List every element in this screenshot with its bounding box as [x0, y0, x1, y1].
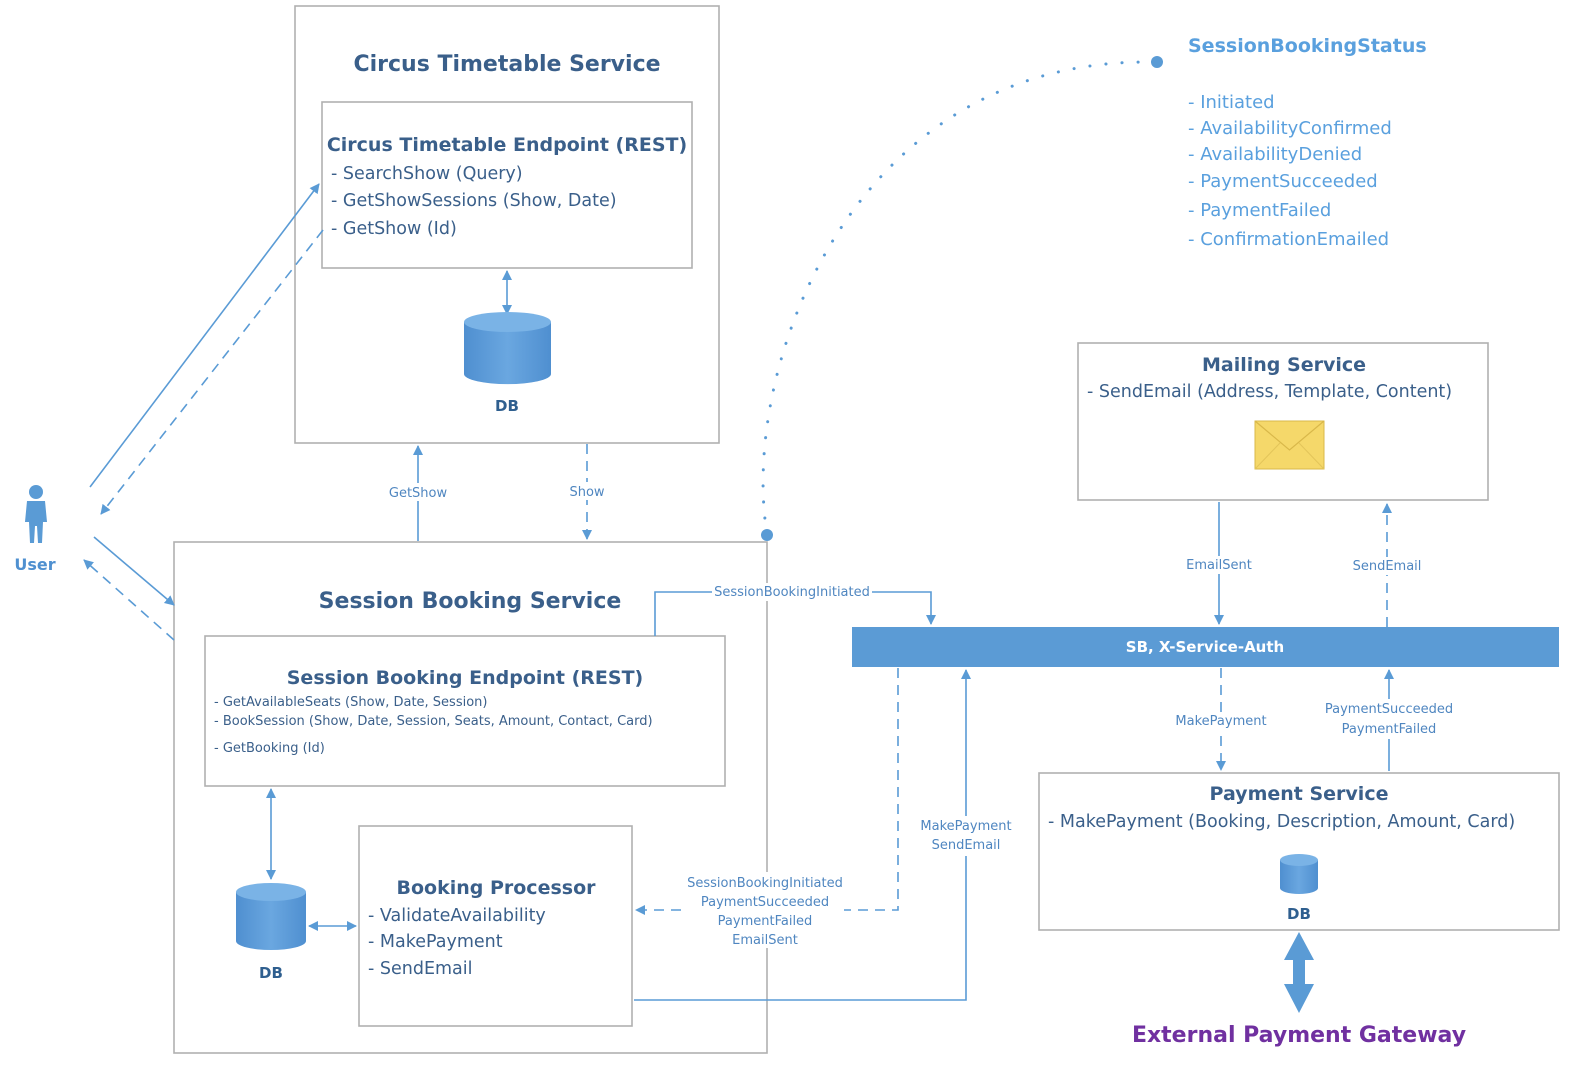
service-bus-label: SB, X-Service-Auth [1126, 638, 1284, 656]
endpoint-method: - GetBooking (Id) [214, 741, 325, 756]
status-title: SessionBookingStatus [1188, 35, 1427, 57]
payment-result-label: PaymentSucceeded [1325, 702, 1453, 717]
processor-in-label: PaymentSucceeded [701, 895, 829, 910]
circus-timetable-endpoint-title: Circus Timetable Endpoint (REST) [327, 134, 687, 156]
timetable-to-user-arrow [100, 229, 324, 515]
status-item: - AvailabilityDenied [1188, 144, 1362, 165]
payment-result-label: PaymentFailed [1342, 722, 1437, 737]
database-icon [1280, 854, 1318, 894]
envelope-icon [1254, 420, 1325, 470]
processor-in-label: PaymentFailed [718, 914, 813, 929]
service-bus-bar [852, 627, 1559, 667]
session-booking-endpoint-title: Session Booking Endpoint (REST) [287, 667, 644, 689]
processor-out-label: SendEmail [932, 838, 1001, 853]
db-label: DB [259, 964, 283, 982]
booking-processor-title: Booking Processor [396, 877, 596, 899]
user-icon [25, 485, 47, 543]
session-booking-initiated-label: SessionBookingInitiated [714, 585, 870, 600]
status-item: - AvailabilityConfirmed [1188, 118, 1392, 139]
mailing-method: - SendEmail (Address, Template, Content) [1087, 382, 1452, 402]
make-payment-label: MakePayment [1175, 714, 1266, 729]
gateway-label: External Payment Gateway [1132, 1023, 1466, 1048]
endpoint-method: - SearchShow (Query) [331, 164, 523, 184]
booking-to-user-arrow [83, 559, 175, 641]
status-item: - Initiated [1188, 92, 1275, 113]
processor-out-label: MakePayment [920, 819, 1011, 834]
processor-in-label: SessionBookingInitiated [687, 876, 843, 891]
status-item: - PaymentSucceeded [1188, 171, 1378, 192]
email-sent-label: EmailSent [1186, 558, 1252, 573]
db-label: DB [1287, 905, 1311, 923]
circus-timetable-endpoint-box [321, 101, 693, 269]
processor-to-bus-arrow [634, 669, 971, 1001]
gateway-double-arrow [1284, 932, 1314, 1013]
mailing-service-title: Mailing Service [1202, 354, 1366, 376]
payment-service-box [1038, 772, 1560, 931]
status-item: - PaymentFailed [1188, 200, 1331, 221]
connector-dot [761, 529, 773, 541]
payment-method: - MakePayment (Booking, Description, Amo… [1048, 812, 1515, 832]
user-to-timetable-arrow [89, 183, 320, 488]
processor-method: - MakePayment [368, 932, 503, 952]
connector-dot [1151, 56, 1163, 68]
circus-timetable-service-title: Circus Timetable Service [353, 52, 660, 77]
send-email-label: SendEmail [1353, 559, 1422, 574]
database-icon [236, 883, 306, 950]
status-item: - ConfirmationEmailed [1188, 229, 1389, 250]
database-icon [464, 312, 551, 385]
endpoint-method: - GetShowSessions (Show, Date) [331, 191, 617, 211]
session-booking-service-title: Session Booking Service [319, 589, 622, 614]
show-label: Show [569, 485, 604, 500]
endpoint-method: - BookSession (Show, Date, Session, Seat… [214, 714, 653, 729]
get-show-label: GetShow [389, 486, 448, 501]
processor-method: - SendEmail [368, 959, 473, 979]
payment-service-title: Payment Service [1210, 783, 1389, 805]
processor-method: - ValidateAvailability [368, 906, 546, 926]
user-to-booking-arrow [93, 536, 175, 606]
session-booking-endpoint-box [204, 635, 726, 787]
booking-processor-box [358, 825, 633, 1027]
endpoint-method: - GetShow (Id) [331, 219, 457, 239]
processor-in-label: EmailSent [732, 933, 798, 948]
endpoint-method: - GetAvailableSeats (Show, Date, Session… [214, 695, 487, 710]
user-label: User [14, 555, 55, 574]
db-label: DB [495, 397, 519, 415]
